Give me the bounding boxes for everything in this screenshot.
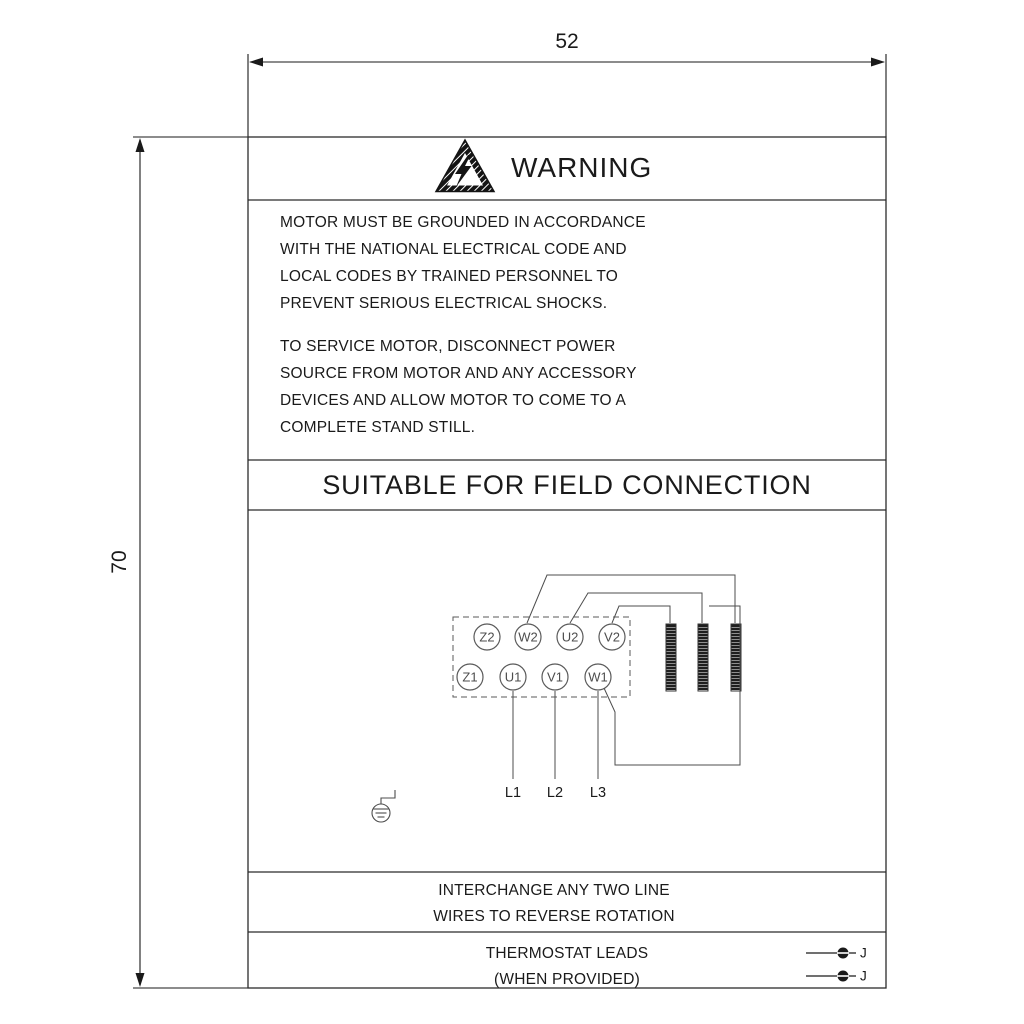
terminal-label-z2: Z2 xyxy=(479,630,494,645)
line-label-l1: L1 xyxy=(505,785,521,801)
height-dimension xyxy=(133,136,248,989)
terminal-label-v2: V2 xyxy=(604,630,620,645)
label-border-box xyxy=(247,136,887,989)
terminal-z2 xyxy=(473,623,501,651)
thermostat-note-line: THERMOSTAT LEADS xyxy=(485,945,649,962)
lead-label-j1: J xyxy=(860,946,867,961)
line-label-l2: L2 xyxy=(547,785,563,801)
lightning-bolt-icon xyxy=(455,155,472,187)
thermostat-note-line: (WHEN PROVIDED) xyxy=(494,971,640,988)
thermostat-lead-symbols: J J xyxy=(806,946,867,984)
width-dimension-label: 52 xyxy=(555,30,579,53)
rotation-note: INTERCHANGE ANY TWO LINE WIRES TO REVERS… xyxy=(249,878,859,930)
terminal-w1 xyxy=(584,663,612,691)
winding-bar-2 xyxy=(697,623,709,692)
terminal-v2 xyxy=(598,623,626,651)
paragraph-line: DEVICES AND ALLOW MOTOR TO COME TO A xyxy=(280,392,626,409)
paragraph-line: SOURCE FROM MOTOR AND ANY ACCESSORY xyxy=(280,365,637,382)
terminal-v1 xyxy=(541,663,569,691)
terminal-label-z1: Z1 xyxy=(462,670,477,685)
line-label-l3: L3 xyxy=(590,785,606,801)
paragraph-line: COMPLETE STAND STILL. xyxy=(280,419,476,436)
paragraph-line: WITH THE NATIONAL ELECTRICAL CODE AND xyxy=(280,241,627,258)
terminal-label-w2: W2 xyxy=(518,630,538,645)
terminal-u2 xyxy=(556,623,584,651)
service-paragraph: TO SERVICE MOTOR, DISCONNECT POWER SOURC… xyxy=(280,333,637,441)
grounding-paragraph: MOTOR MUST BE GROUNDED IN ACCORDANCE WIT… xyxy=(280,209,646,317)
warning-heading: WARNING xyxy=(511,152,653,183)
rotation-note-line: WIRES TO REVERSE ROTATION xyxy=(433,908,675,925)
terminal-z1 xyxy=(456,663,484,691)
paragraph-line: PREVENT SERIOUS ELECTRICAL SHOCKS. xyxy=(280,295,608,312)
rotation-note-line: INTERCHANGE ANY TWO LINE xyxy=(438,882,670,899)
terminal-label-w1: W1 xyxy=(588,670,608,685)
height-dimension-label: 70 xyxy=(108,550,131,574)
thermostat-lead-1: J xyxy=(806,946,867,961)
winding-bar-1 xyxy=(665,623,677,692)
earth-ground-icon xyxy=(371,790,396,823)
paragraph-line: TO SERVICE MOTOR, DISCONNECT POWER xyxy=(280,338,616,355)
thermostat-lead-2: J xyxy=(806,969,867,984)
supply-line-labels: L1 L2 L3 xyxy=(505,785,606,801)
electrical-hazard-triangle-icon xyxy=(434,138,496,193)
terminal-label-u1: U1 xyxy=(505,670,522,685)
paragraph-line: MOTOR MUST BE GROUNDED IN ACCORDANCE xyxy=(280,214,646,231)
paragraph-line: LOCAL CODES BY TRAINED PERSONNEL TO xyxy=(280,268,619,285)
wiring-lines xyxy=(512,574,741,779)
terminal-label-v1: V1 xyxy=(547,670,563,685)
motor-winding-coil-bars xyxy=(665,623,742,692)
width-dimension xyxy=(247,54,887,137)
thermostat-note: THERMOSTAT LEADS (WHEN PROVIDED) xyxy=(248,941,886,993)
winding-bar-3 xyxy=(730,623,742,692)
field-connection-heading: SUITABLE FOR FIELD CONNECTION xyxy=(322,470,812,500)
terminal-u1 xyxy=(499,663,527,691)
lead-label-j2: J xyxy=(860,969,867,984)
terminal-w2 xyxy=(514,623,542,651)
terminal-block: Z2 W2 U2 V2 Z1 U1 V1 W1 xyxy=(452,616,631,698)
terminal-label-u2: U2 xyxy=(562,630,579,645)
